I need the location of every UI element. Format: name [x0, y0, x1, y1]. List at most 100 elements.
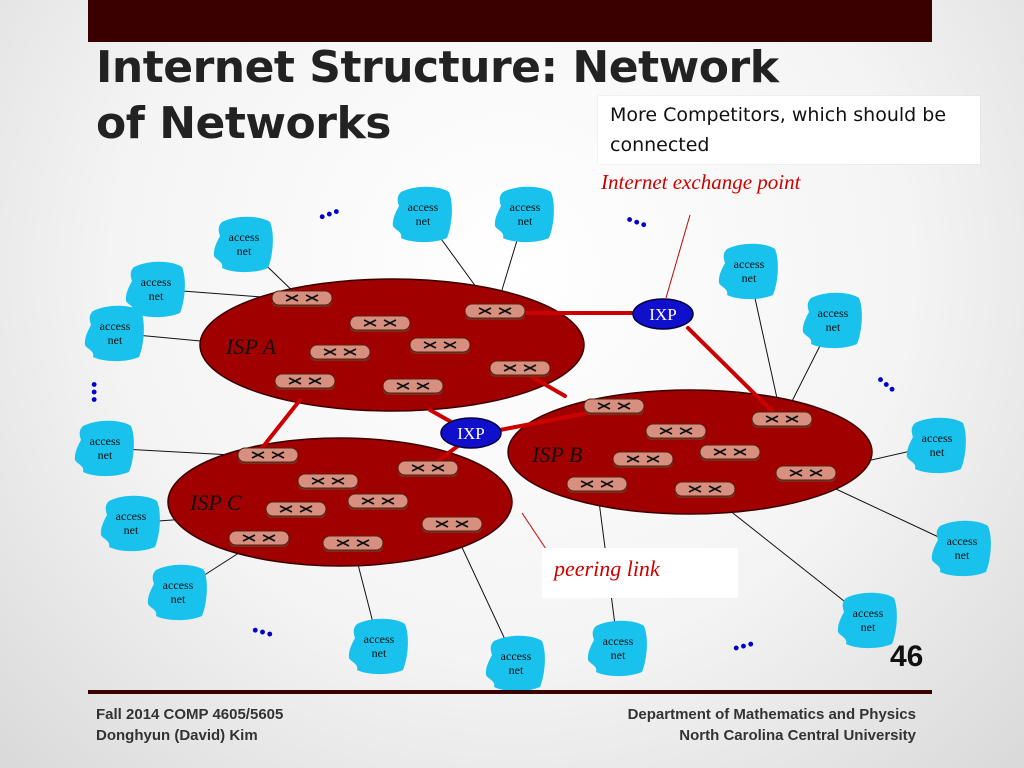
router-icon: [309, 344, 371, 361]
peering-link-callout: peering link: [542, 548, 738, 598]
access-net-label: net: [611, 648, 626, 662]
access-net-label: access: [100, 319, 131, 333]
router-icon: [322, 535, 384, 552]
router-icon: [228, 530, 290, 547]
ellipsis-dots: ...: [249, 606, 279, 644]
access-net-label: access: [818, 306, 849, 320]
access-net-label: access: [364, 632, 395, 646]
router-layer: [228, 290, 837, 552]
router-icon: [489, 360, 551, 377]
access-net-label: net: [98, 448, 113, 462]
competitors-callout-text: More Competitors, which should be connec…: [610, 104, 947, 156]
access-net-layer: accessnetaccessnetaccessnetaccessnetacce…: [74, 186, 991, 690]
access-net-label: access: [603, 634, 634, 648]
access-net-label: access: [229, 230, 260, 244]
access-net-label: net: [861, 620, 876, 634]
access-net-label: net: [742, 271, 757, 285]
ixp-callout-label: Internet exchange point: [601, 170, 801, 194]
router-icon: [347, 493, 409, 510]
isp-label: ISP B: [531, 442, 582, 467]
router-icon: [297, 473, 359, 490]
router-icon: [751, 411, 813, 428]
router-icon: [699, 444, 761, 461]
ellipsis-dots: ...: [623, 196, 655, 235]
top-bar: [88, 0, 932, 42]
router-icon: [397, 460, 459, 477]
router-icon: [382, 378, 444, 395]
ixp-label: IXP: [457, 424, 484, 443]
router-icon: [349, 315, 411, 332]
footer-instructor: Donghyun (David) Kim: [96, 727, 258, 744]
router-icon: [583, 398, 645, 415]
access-net-label: net: [930, 445, 945, 459]
router-icon: [464, 303, 526, 320]
router-icon: [274, 373, 336, 390]
ixp-label: IXP: [649, 305, 676, 324]
footer-department: Department of Mathematics and Physics: [627, 706, 916, 723]
ixp-node: [632, 298, 694, 330]
access-net-label: access: [510, 200, 541, 214]
access-net-label: net: [826, 320, 841, 334]
isp-label: ISP A: [225, 334, 276, 359]
access-net-label: access: [90, 434, 121, 448]
access-net-label: net: [509, 663, 524, 677]
ixp-node: [440, 417, 502, 449]
footer-rule: [88, 690, 932, 694]
access-net-label: net: [518, 214, 533, 228]
router-icon: [421, 516, 483, 533]
access-net-label: access: [141, 275, 172, 289]
competitors-callout: More Competitors, which should be connec…: [598, 96, 980, 164]
footer-left: Fall 2014 COMP 4605/5605 Donghyun (David…: [96, 704, 283, 746]
access-net-label: access: [734, 257, 765, 271]
peering-link: [260, 398, 302, 450]
slide-number: 46: [890, 640, 924, 673]
footer-right: Department of Mathematics and Physics No…: [628, 704, 916, 746]
access-net-label: net: [124, 523, 139, 537]
ellipsis-dots: ...: [872, 359, 910, 399]
access-net-label: net: [955, 548, 970, 562]
access-net-label: access: [116, 509, 147, 523]
access-net-label: access: [501, 649, 532, 663]
access-net-label: access: [163, 578, 194, 592]
access-net-label: net: [171, 592, 186, 606]
router-icon: [645, 423, 707, 440]
router-icon: [409, 337, 471, 354]
ellipsis-dots: ...: [311, 188, 343, 227]
router-icon: [612, 451, 674, 468]
access-net-label: access: [853, 606, 884, 620]
access-net-label: net: [372, 646, 387, 660]
access-net-label: access: [408, 200, 439, 214]
access-net-label: net: [237, 244, 252, 258]
access-net-label: access: [947, 534, 978, 548]
router-icon: [775, 465, 837, 482]
router-icon: [237, 447, 299, 464]
access-net-label: net: [149, 289, 164, 303]
router-icon: [674, 481, 736, 498]
footer-course: Fall 2014 COMP 4605/5605: [96, 706, 284, 723]
slide-title: Internet Structure: Network of Networks: [96, 42, 779, 149]
peering-pointer-line: [521, 512, 549, 553]
peering-link: [686, 326, 784, 423]
access-net-label: net: [416, 214, 431, 228]
ellipsis-dots: ...: [726, 620, 756, 658]
footer-university: North Carolina Central University: [679, 727, 916, 744]
ixp-layer: IXP IXP: [440, 298, 694, 449]
router-icon: [265, 501, 327, 518]
ixp-pointer-line: [665, 214, 691, 299]
router-icon: [566, 476, 628, 493]
